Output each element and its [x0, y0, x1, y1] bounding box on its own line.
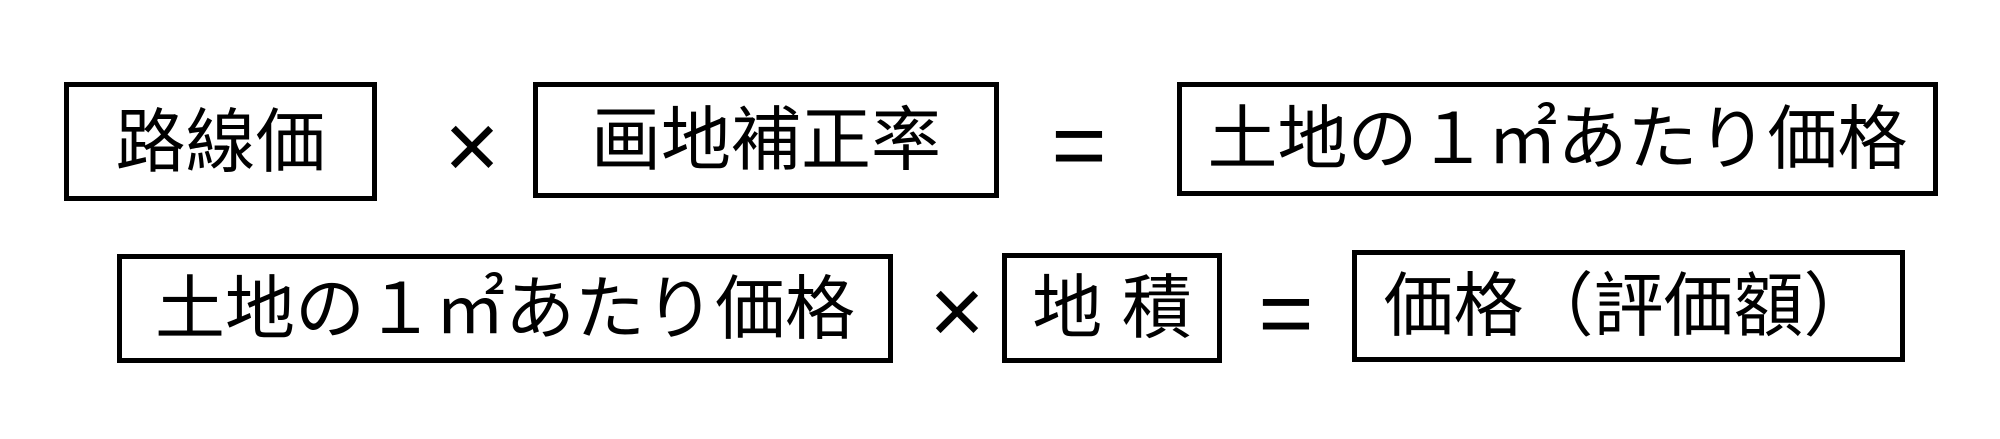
box-chiseki: 地 積: [1002, 253, 1222, 363]
equals-operator-2-glyph: =: [1258, 260, 1314, 367]
box-rosenka-label: 路線価: [115, 102, 326, 181]
box-price-per-sqm-input-label: 土地の１㎡あたり価格: [155, 269, 855, 348]
box-price-per-sqm-result: 土地の１㎡あたり価格: [1177, 82, 1938, 196]
box-rosenka: 路線価: [64, 82, 377, 201]
box-kakaku-hyokagaku: 価格（評価額）: [1352, 250, 1905, 362]
box-chiseki-label: 地 積: [1032, 269, 1192, 347]
equals-operator-1-glyph: =: [1051, 92, 1107, 199]
equals-operator-2: =: [1258, 260, 1314, 367]
box-kakaku-hyokagaku-label: 価格（評価額）: [1383, 267, 1874, 345]
box-price-per-sqm-result-label: 土地の１㎡あたり価格: [1207, 100, 1908, 178]
equals-operator-1: =: [1051, 92, 1107, 199]
box-price-per-sqm-input: 土地の１㎡あたり価格: [117, 254, 893, 363]
multiply-operator-2-glyph: ×: [929, 258, 985, 365]
multiply-operator-1-glyph: ×: [444, 93, 500, 200]
box-kakuchi-hoseiritsu-label: 画地補正率: [591, 101, 941, 179]
multiply-operator-1: ×: [444, 93, 500, 200]
multiply-operator-2: ×: [929, 258, 985, 365]
box-kakuchi-hoseiritsu: 画地補正率: [533, 82, 999, 198]
